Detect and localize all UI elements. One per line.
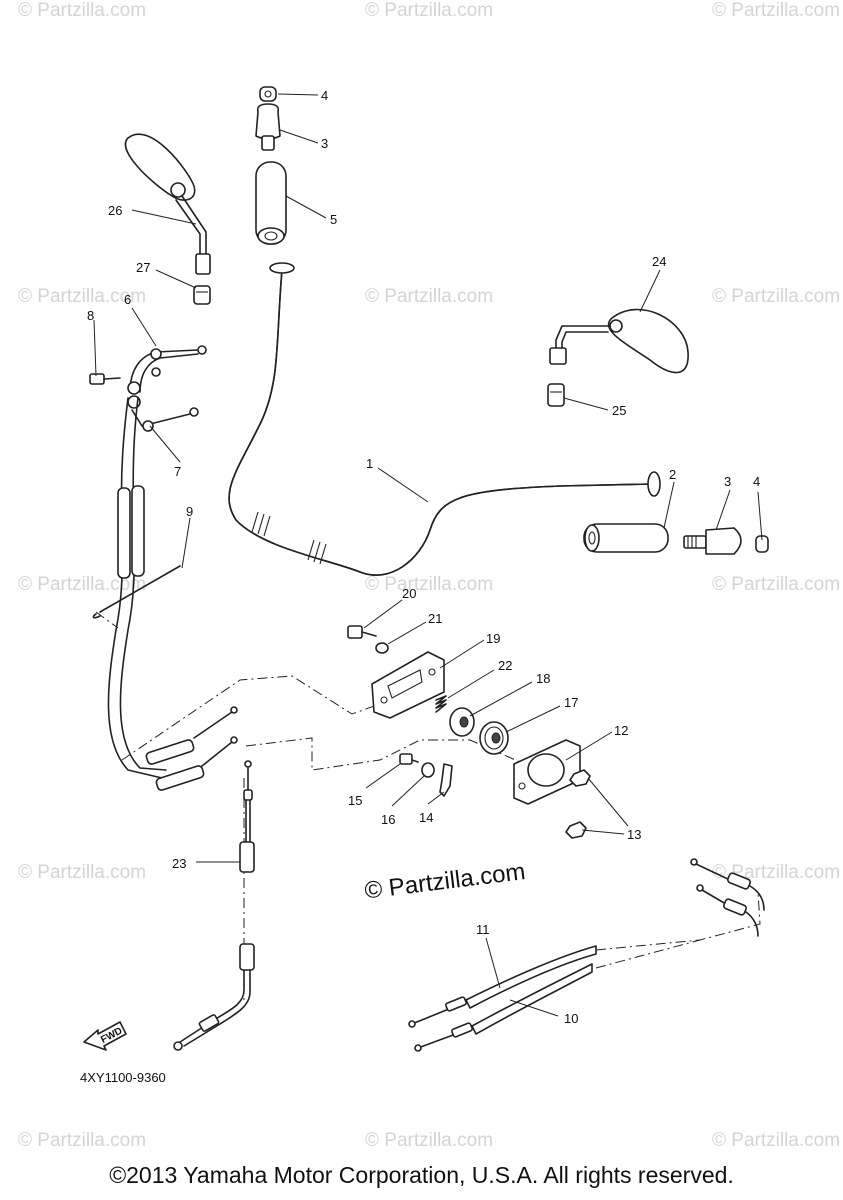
part-18-pulley xyxy=(449,707,475,737)
watermark: © Partzilla.com xyxy=(712,1130,840,1151)
callout-10: 10 xyxy=(564,1011,578,1026)
callout-25: 25 xyxy=(612,403,626,418)
part-15-screw xyxy=(399,753,419,765)
watermark: © Partzilla.com xyxy=(18,1130,146,1151)
center-watermark: © Partzilla.com xyxy=(363,858,527,905)
fwd-label: FWD xyxy=(99,1026,124,1046)
part-13-nuts xyxy=(565,769,591,839)
part-11-cable xyxy=(408,945,597,1028)
part-23-cable xyxy=(173,760,255,1051)
callout-4: 4 xyxy=(753,474,760,489)
right-cable-ends xyxy=(690,858,765,937)
callout-9: 9 xyxy=(186,504,193,519)
callout-8: 8 xyxy=(87,308,94,323)
callout-15: 15 xyxy=(348,793,362,808)
callout-13: 13 xyxy=(627,827,641,842)
callout-16: 16 xyxy=(381,812,395,827)
callout-23: 23 xyxy=(172,856,186,871)
watermark: © Partzilla.com xyxy=(18,0,146,21)
part-17-pulley xyxy=(479,721,509,755)
part-4-cap-top xyxy=(259,86,277,102)
part-2-grip-right xyxy=(583,523,669,553)
diagram-code: 4XY1100-9360 xyxy=(80,1070,166,1085)
watermark-layer: © Partzilla.com © Partzilla.com © Partzi… xyxy=(18,0,840,1151)
callout-3: 3 xyxy=(724,474,731,489)
part-19-housing-upper xyxy=(371,651,445,719)
copyright-notice: ©2013 Yamaha Motor Corporation, U.S.A. A… xyxy=(109,1162,734,1188)
callout-11: 11 xyxy=(476,922,490,937)
callout-27: 27 xyxy=(136,260,150,275)
part-3-weight-right xyxy=(683,527,742,555)
watermark: © Partzilla.com xyxy=(712,0,840,21)
callout-24: 24 xyxy=(652,254,666,269)
fwd-arrow: FWD xyxy=(83,1021,127,1051)
callout-26: 26 xyxy=(108,203,122,218)
part-5-grip-top xyxy=(255,161,287,245)
callout-17: 17 xyxy=(564,695,578,710)
part-14-clip xyxy=(439,763,453,797)
part-20-screw xyxy=(347,625,377,639)
callout-5: 5 xyxy=(330,212,337,227)
callout-2: 2 xyxy=(669,467,676,482)
part-3-weight-top xyxy=(255,103,281,151)
callout-14: 14 xyxy=(419,810,433,825)
watermark: © Partzilla.com xyxy=(712,286,840,307)
watermark: © Partzilla.com xyxy=(18,862,146,883)
switch-cables xyxy=(145,706,238,791)
watermark: © Partzilla.com xyxy=(18,286,146,307)
callout-12: 12 xyxy=(614,723,628,738)
callout-21: 21 xyxy=(428,611,442,626)
watermark: © Partzilla.com xyxy=(365,0,493,21)
part-26-mirror-left xyxy=(124,133,211,275)
part-27-adapter-left xyxy=(193,285,211,305)
part-21-washer xyxy=(375,642,389,654)
callout-22: 22 xyxy=(498,658,512,673)
part-1-handlebar xyxy=(228,262,661,576)
callout-19: 19 xyxy=(486,631,500,646)
part-22-spring xyxy=(435,695,447,713)
callout-6: 6 xyxy=(124,292,131,307)
watermark: © Partzilla.com xyxy=(365,286,493,307)
part-24-mirror-right xyxy=(549,308,689,374)
watermark: © Partzilla.com xyxy=(712,574,840,595)
part-9-wire xyxy=(92,565,181,619)
callout-4: 4 xyxy=(321,88,328,103)
left-cables xyxy=(107,397,167,779)
part-7-cable-end xyxy=(131,407,199,432)
callouts: 4 3 5 26 27 6 8 7 9 1 2 3 4 24 25 20 21 … xyxy=(87,88,760,1026)
part-12-housing-lower xyxy=(513,739,581,805)
callout-18: 18 xyxy=(536,671,550,686)
part-25-adapter-right xyxy=(547,383,565,407)
leader-lines xyxy=(93,93,763,1017)
part-10-cable xyxy=(414,963,593,1052)
callout-7: 7 xyxy=(174,464,181,479)
watermark: © Partzilla.com xyxy=(365,574,493,595)
callout-20: 20 xyxy=(402,586,416,601)
part-6-holder xyxy=(127,345,207,409)
part-16-washer xyxy=(421,762,435,778)
callout-3: 3 xyxy=(321,136,328,151)
watermark: © Partzilla.com xyxy=(365,1130,493,1151)
callout-1: 1 xyxy=(366,456,373,471)
watermark: © Partzilla.com xyxy=(18,574,146,595)
part-8-bolt xyxy=(89,373,121,385)
